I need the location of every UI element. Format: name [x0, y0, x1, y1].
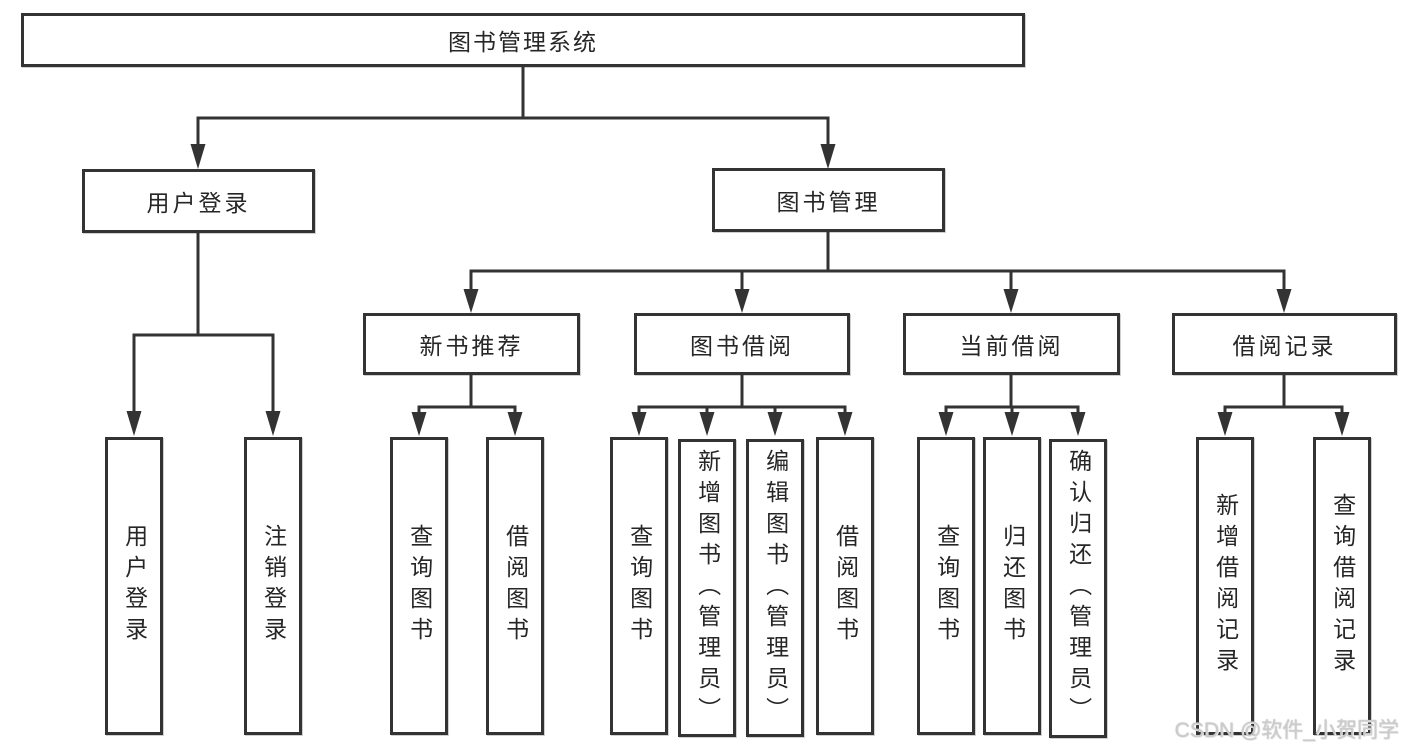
- leaf-return-books: 归还图书: [983, 437, 1041, 735]
- leaf-label: 编辑图书（管理员）: [762, 448, 789, 728]
- node-label: 图书管理系统: [448, 29, 598, 55]
- leaf-label: 新增借阅记录: [1212, 493, 1239, 679]
- leaf-user-login: 用户登录: [105, 437, 163, 735]
- leaf-label: 借阅图书: [502, 524, 529, 648]
- leaf-add-borrow-record: 新增借阅记录: [1196, 437, 1254, 735]
- node-label: 借阅记录: [1232, 333, 1337, 359]
- node-label: 新书推荐: [419, 333, 524, 359]
- leaf-label: 查询图书: [933, 524, 960, 648]
- leaf-label: 确认归还（管理员）: [1065, 449, 1092, 728]
- leaf-add-books-admin: 新增图书（管理员）: [678, 439, 736, 737]
- leaf-label: 用户登录: [121, 524, 148, 648]
- leaf-query-books: 查询图书: [917, 437, 975, 735]
- node-book-borrow: 图书借阅: [634, 313, 850, 375]
- node-library-management-system: 图书管理系统: [21, 13, 1025, 67]
- leaf-logout: 注销登录: [244, 437, 302, 735]
- leaf-borrow-books: 借阅图书: [816, 437, 874, 735]
- leaf-label: 查询借阅记录: [1329, 493, 1356, 679]
- node-label: 当前借阅: [959, 333, 1064, 359]
- node-label: 用户登录: [146, 190, 251, 216]
- node-label: 图书管理: [776, 189, 881, 215]
- leaf-query-borrow-record: 查询借阅记录: [1313, 437, 1371, 735]
- node-user-login: 用户登录: [82, 169, 315, 233]
- leaf-label: 查询图书: [406, 524, 433, 648]
- node-current-borrow: 当前借阅: [903, 313, 1120, 375]
- node-borrow-records: 借阅记录: [1172, 313, 1397, 375]
- node-new-book-recommend: 新书推荐: [363, 313, 580, 375]
- csdn-watermark: CSDN @软件_小贺同学: [1174, 719, 1399, 742]
- leaf-label: 注销登录: [260, 524, 287, 648]
- leaf-label: 归还图书: [999, 524, 1026, 648]
- leaf-label: 借阅图书: [832, 524, 859, 648]
- leaf-query-books: 查询图书: [610, 437, 668, 735]
- node-label: 图书借阅: [690, 333, 794, 359]
- node-book-management: 图书管理: [712, 168, 945, 232]
- leaf-label: 新增图书（管理员）: [694, 448, 721, 728]
- leaf-label: 查询图书: [626, 524, 653, 648]
- leaf-confirm-return-admin: 确认归还（管理员）: [1049, 439, 1107, 738]
- leaf-edit-books-admin: 编辑图书（管理员）: [746, 439, 804, 737]
- leaf-query-books: 查询图书: [390, 437, 448, 735]
- leaf-borrow-books: 借阅图书: [486, 437, 544, 735]
